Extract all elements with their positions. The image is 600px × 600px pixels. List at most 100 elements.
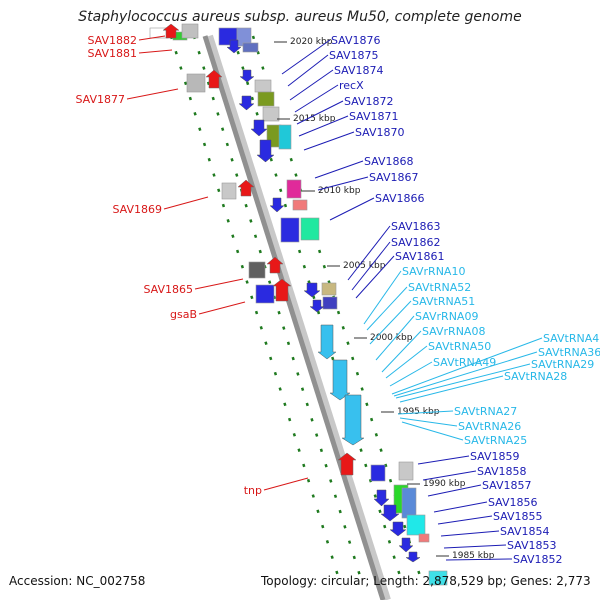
gene-arrow-reverse	[266, 256, 284, 274]
callout-line	[375, 315, 415, 361]
gene-arrow-reverse	[205, 69, 223, 89]
gene-block	[398, 461, 414, 481]
callout-line	[385, 345, 428, 379]
gene-arrow-forward	[256, 139, 275, 163]
gene-label-right: SAV1861	[395, 250, 445, 263]
gene-block	[286, 179, 302, 199]
scale-tick-label: 1990 kbp	[423, 479, 466, 489]
gene-arrow-forward	[329, 359, 351, 401]
gene-label-right: SAVtRNA27	[454, 405, 517, 418]
callout-line	[351, 241, 391, 291]
gene-block	[292, 199, 308, 211]
genome-backbone	[202, 34, 391, 600]
gene-block	[321, 282, 337, 296]
callout-line	[329, 197, 375, 221]
gene-block	[221, 182, 237, 200]
callout-line	[163, 196, 209, 210]
gene-block	[401, 487, 417, 519]
gene-arrow-forward	[389, 521, 407, 537]
gene-block	[242, 42, 259, 53]
gene-block	[406, 514, 426, 536]
backbone-shadow	[205, 34, 391, 600]
gene-label-right: SAV1862	[391, 236, 441, 249]
gene-arrow-forward	[341, 394, 365, 446]
scale-tick-label: 2015 kbp	[293, 114, 336, 124]
gene-label-right: SAV1853	[507, 539, 557, 552]
gene-arrow-reverse	[162, 23, 180, 39]
gene-arrow-reverse	[272, 278, 292, 302]
gene-block	[181, 23, 199, 39]
callout-line	[317, 176, 369, 191]
gene-block	[428, 570, 448, 586]
gene-label-right: SAV1855	[493, 510, 543, 523]
gene-label-right: SAVtRNA36	[538, 346, 600, 359]
gene-label-right: SAVtRNA52	[408, 281, 471, 294]
gene-label-right: SAV1863	[391, 220, 441, 233]
callout-line	[417, 455, 470, 465]
callout-line	[437, 515, 493, 525]
callout-line	[281, 39, 331, 75]
gene-label-right: SAV1857	[482, 479, 532, 492]
gene-arrow-forward	[317, 324, 337, 360]
gene-arrow-forward	[226, 39, 242, 54]
callout-line	[347, 225, 391, 281]
gene-block	[255, 284, 275, 304]
callout-line	[391, 337, 543, 395]
gene-label-left: SAV1881	[87, 47, 137, 60]
gene-label-right: SAVtRNA43	[543, 332, 600, 345]
callout-line	[296, 100, 344, 125]
gene-label-left: SAV1877	[75, 93, 125, 106]
callout-line	[389, 361, 433, 387]
gene-block	[278, 124, 292, 150]
accession-text: Accession: NC_002758	[9, 574, 146, 588]
callout-line	[287, 54, 329, 87]
callout-line	[314, 160, 364, 179]
callout-line	[399, 375, 504, 403]
gene-label-right: SAVrRNA10	[402, 265, 465, 278]
gene-label-right: SAV1852	[513, 553, 563, 566]
gene-block	[186, 73, 206, 93]
scale-tick-label: 2010 kbp	[318, 186, 361, 196]
gene-label-right: SAV1856	[488, 496, 538, 509]
gene-label-right: SAVtRNA25	[464, 434, 527, 447]
callout-line	[397, 410, 454, 415]
gene-label-right: SAVtRNA50	[428, 340, 491, 353]
gene-label-right: SAV1874	[334, 64, 384, 77]
gene-arrow-forward	[269, 197, 285, 213]
gene-label-right: recX	[339, 79, 364, 92]
gene-label-left: SAV1882	[87, 34, 137, 47]
callout-line	[433, 501, 488, 513]
callout-line	[393, 351, 538, 397]
gene-arrow-forward	[398, 537, 414, 553]
callout-line	[399, 417, 458, 427]
gene-label-right: SAVtRNA49	[433, 356, 496, 369]
gene-label-right: SAVrRNA08	[422, 325, 485, 338]
gene-label-right: SAV1859	[470, 450, 520, 463]
gene-arrow-forward	[405, 551, 421, 563]
gene-block	[322, 296, 338, 310]
callout-line	[355, 255, 395, 299]
left-callouts: SAV1882SAV1881SAV1877SAV1869SAV1865gsaBt…	[75, 34, 309, 497]
gene-label-right: SAVtRNA29	[531, 358, 594, 371]
gene-label-right: SAV1875	[329, 49, 379, 62]
gene-arrow-forward	[250, 119, 268, 137]
callout-line	[298, 115, 349, 137]
gene-arrow-forward	[303, 282, 321, 298]
gene-label-left: tnp	[244, 484, 262, 497]
gene-label-right: SAV1870	[355, 126, 405, 139]
callout-line	[138, 49, 173, 54]
callout-line	[263, 477, 309, 491]
gene-arrow-forward	[238, 95, 255, 111]
gene-label-right: SAV1876	[331, 34, 381, 47]
gene-label-right: SAV1866	[375, 192, 425, 205]
callout-line	[294, 84, 339, 113]
gene-label-right: SAVtRNA28	[504, 370, 567, 383]
gene-label-right: SAV1868	[364, 155, 414, 168]
callout-line	[194, 278, 244, 290]
callout-line	[289, 69, 334, 101]
gene-label-right: SAV1867	[369, 171, 419, 184]
callout-line	[401, 421, 464, 441]
